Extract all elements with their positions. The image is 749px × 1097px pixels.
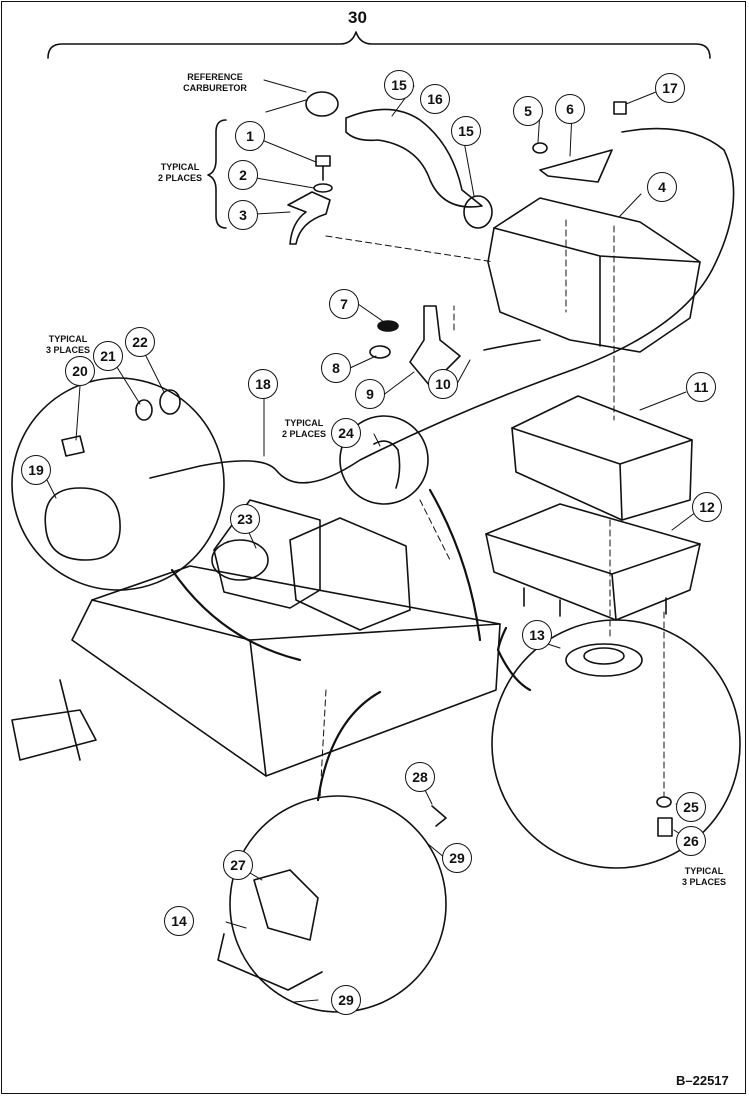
- callout-15-upper: 15: [384, 70, 414, 100]
- part-washer-21: [136, 400, 152, 420]
- part-clip-24: [374, 441, 400, 488]
- part-plate-19: [45, 488, 120, 560]
- callout-16: 16: [420, 84, 450, 114]
- callout-4: 4: [647, 172, 677, 202]
- part-washer-8: [370, 346, 390, 358]
- callout-7: 7: [329, 289, 359, 319]
- callout-12: 12: [692, 492, 722, 522]
- part-air-cleaner-housing-4: [488, 198, 700, 352]
- callout-29-upper: 29: [442, 843, 472, 873]
- callout-26: 26: [676, 826, 706, 856]
- note-typical-2-places-mid: TYPICAL 2 PLACES: [281, 418, 326, 439]
- detail-circle-clip: [340, 416, 428, 504]
- note-typical-2-places-top: TYPICAL 2 PLACES: [157, 162, 202, 183]
- note-typical-3-places-right: TYPICAL 3 PLACES: [681, 866, 726, 887]
- part-rivet-28: [432, 806, 446, 826]
- callout-13: 13: [522, 620, 552, 650]
- detail-circle-air-cleaner-mount: [492, 620, 740, 868]
- part-bolt-1: [316, 156, 330, 180]
- callout-27: 27: [223, 850, 253, 880]
- callout-29-lower: 29: [331, 985, 361, 1015]
- part-clamp-15-upper: [306, 92, 338, 116]
- callout-9: 9: [355, 379, 385, 409]
- part-air-cleaner-base-12: [486, 504, 700, 620]
- part-washer-2: [314, 184, 332, 192]
- callout-11: 11: [686, 372, 716, 402]
- callout-20: 20: [65, 356, 95, 386]
- part-bolt-17: [614, 102, 626, 114]
- callout-6: 6: [555, 94, 585, 124]
- detail-circle-seat-mount: [12, 378, 224, 590]
- callout-14: 14: [164, 906, 194, 936]
- callout-25: 25: [676, 792, 706, 822]
- callout-24: 24: [331, 418, 361, 448]
- part-nut-22: [160, 390, 180, 414]
- callout-17: 17: [655, 73, 685, 103]
- assembly-bracket: [48, 32, 710, 58]
- part-nut-5: [533, 143, 547, 153]
- part-filter-element-11: [512, 396, 692, 520]
- brace-typical-2-places: [208, 120, 226, 228]
- vehicle-seats: [214, 500, 410, 630]
- callout-22: 22: [125, 327, 155, 357]
- part-bracket-6: [540, 150, 612, 182]
- vehicle-rear-hitch: [12, 680, 96, 760]
- callout-15-lower: 15: [451, 116, 481, 146]
- callout-8: 8: [321, 353, 351, 383]
- callout-2: 2: [228, 160, 258, 190]
- vehicle-body: [72, 566, 500, 776]
- steering-wheel: [212, 540, 268, 580]
- callout-3: 3: [228, 200, 258, 230]
- callout-5: 5: [513, 96, 543, 126]
- part-washer-7: [378, 321, 398, 331]
- part-bolt-26: [658, 818, 672, 836]
- part-grommet-13: [566, 644, 642, 676]
- note-typical-3-places-left: TYPICAL 3 PLACES: [45, 334, 90, 355]
- callout-23: 23: [230, 504, 260, 534]
- part-clamp-15-lower: [464, 196, 492, 228]
- document-number: B–22517: [676, 1073, 729, 1088]
- part-tube-10: [484, 340, 540, 350]
- callout-10: 10: [428, 369, 458, 399]
- callout-28: 28: [405, 762, 435, 792]
- callout-21: 21: [93, 341, 123, 371]
- callout-18: 18: [248, 369, 278, 399]
- part-rod-14: [218, 934, 322, 990]
- part-bracket-3: [288, 192, 330, 244]
- callout-1: 1: [235, 121, 265, 151]
- part-washer-25: [657, 797, 671, 807]
- part-cable-18: [150, 129, 734, 483]
- callout-19: 19: [21, 455, 51, 485]
- note-reference-carburetor: REFERENCE CARBURETOR: [183, 72, 247, 93]
- part-bracket-27: [254, 870, 318, 940]
- part-hose-16: [346, 109, 482, 206]
- assembly-number: 30: [348, 8, 367, 27]
- part-bolt-20: [62, 436, 84, 456]
